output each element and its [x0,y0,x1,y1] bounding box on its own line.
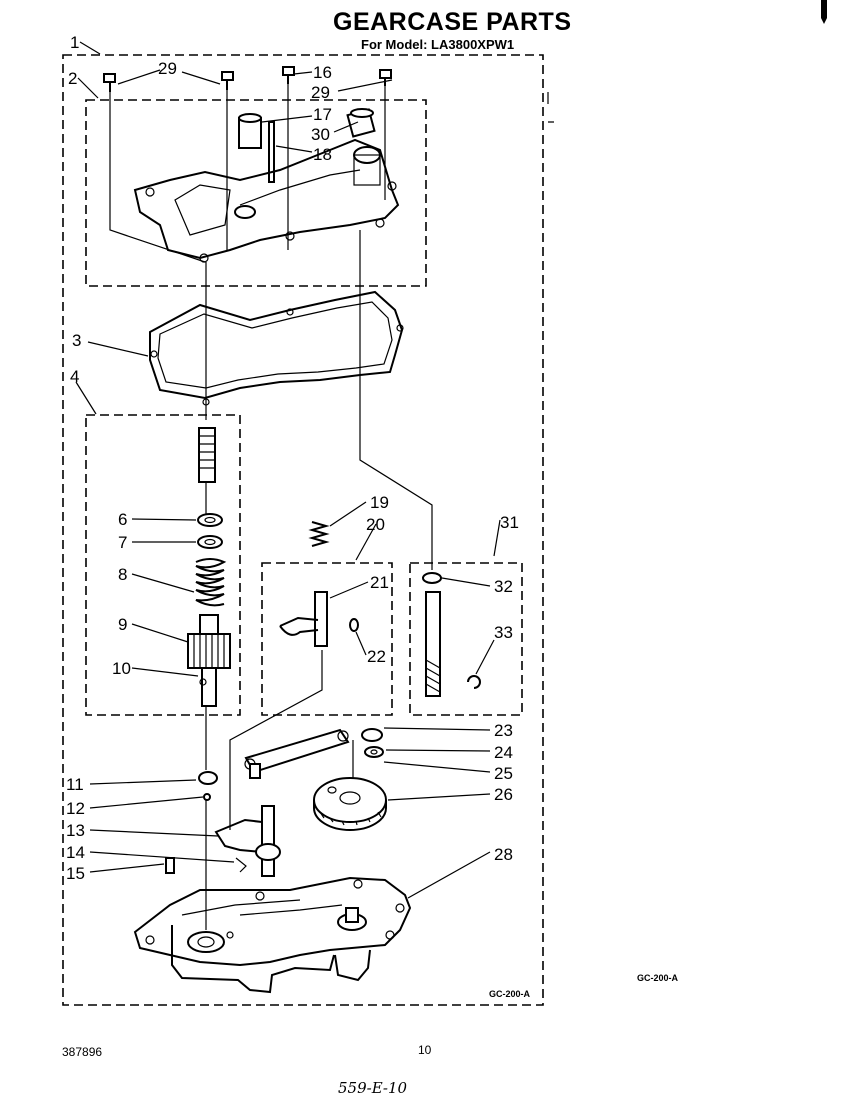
diagram-code-inner: GC-200-A [489,989,531,999]
retaining-ring-icon [467,675,481,689]
part-label-12: 12 [66,799,85,818]
cam-assembly-icon [214,805,281,877]
screw-icon [379,69,392,86]
gearcase-housing-icon [133,876,412,994]
washer-icon [364,746,384,758]
cover-group-box [85,99,427,287]
washer-icon [197,535,223,549]
diagram-code-outer: GC-200-A [637,973,679,983]
part-label-21: 21 [370,573,389,592]
page-title: GEARCASE PARTS [333,8,572,36]
screw-icon [282,66,295,84]
part-label-13: 13 [66,821,85,840]
ball-icon [203,793,211,801]
part-label-19: 19 [370,493,389,512]
part-label-8: 8 [118,565,127,584]
assembly-frame [62,54,544,1006]
washer-icon [361,728,383,742]
pin-icon [268,121,275,183]
part-label-24: 24 [494,743,513,762]
spring-icon [195,558,227,607]
pin-icon [165,857,175,874]
part-label-25: 25 [494,764,513,783]
pinion-group-box [85,414,241,716]
bearing-icon [198,771,218,785]
spline-shaft-icon [198,427,216,483]
part-label-17: 17 [313,105,332,124]
drive-shaft-icon [425,591,441,697]
corner-mark [821,0,827,18]
page-number: 10 [418,1043,432,1057]
part-label-26: 26 [494,785,513,804]
leader-lines [75,41,501,899]
part-number: 387896 [62,1045,103,1059]
screw-icon [221,71,234,90]
gasket-icon [149,290,404,406]
washer-icon [422,572,442,584]
drive-link-icon [244,728,350,779]
part-label-31: 31 [500,513,519,532]
part-label-23: 23 [494,721,513,740]
shift-fork-icon [279,591,328,647]
part-label-14: 14 [66,843,85,862]
shift-group-box [261,562,393,716]
part-label-32: 32 [494,577,513,596]
shaft-group-box [409,562,523,716]
part-label-29: 29 [158,59,177,78]
part-label-20: 20 [366,515,385,534]
part-label-2: 2 [68,69,77,88]
part-label-22: 22 [367,647,386,666]
model-subtitle: For Model: LA3800XPW1 [361,37,515,52]
part-label-9: 9 [118,615,127,634]
part-label-29: 29 [311,83,330,102]
clip-icon [349,618,359,632]
pinion-gear-icon [187,614,231,707]
part-label-4: 4 [70,367,79,386]
part-label-11: 11 [66,775,84,794]
part-label-16: 16 [313,63,332,82]
small-spring-icon [308,521,330,547]
bushing-icon [346,108,376,138]
part-label-6: 6 [118,510,127,529]
part-label-3: 3 [72,331,81,350]
part-label-33: 33 [494,623,513,642]
part-label-30: 30 [311,125,330,144]
part-label-1: 1 [70,33,79,52]
handwritten-note: 559-E-10 [338,1079,408,1097]
gearcase-cover-icon [133,138,400,263]
part-label-15: 15 [66,864,85,883]
washer-icon [197,513,223,527]
part-label-18: 18 [313,145,332,164]
part-label-7: 7 [118,533,127,552]
screw-icon [103,73,116,92]
part-label-28: 28 [494,845,513,864]
bushing-icon [238,113,262,149]
main-gear-icon [313,777,387,831]
part-label-10: 10 [112,659,131,678]
